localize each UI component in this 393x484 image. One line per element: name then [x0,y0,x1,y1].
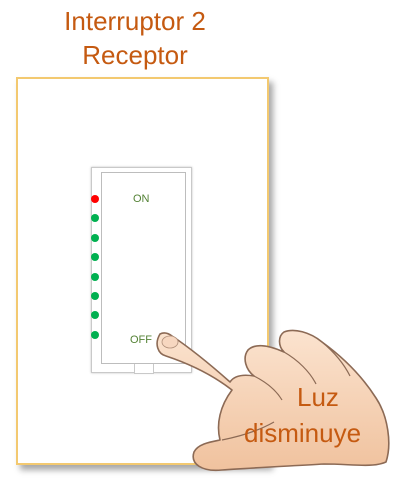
led-indicator-6 [91,292,99,300]
pointing-hand-icon [156,329,390,472]
switch-bottom-tab [134,364,154,374]
led-indicator-4 [91,253,99,262]
on-label: ON [133,193,150,205]
caption-line-1: Luz [297,382,339,412]
led-indicator-3 [91,233,99,242]
title-line-1: Interruptor 2 [64,6,206,36]
led-indicator-8 [91,330,99,339]
off-label: OFF [130,334,152,346]
led-indicator-2 [91,214,99,223]
led-indicator-5 [91,272,99,281]
led-indicator-7 [91,311,99,320]
dimmer-switch-rocker[interactable] [101,172,186,364]
led-indicator-1 [91,195,99,203]
title-line-2: Receptor [82,40,188,70]
caption-line-2: disminuye [244,418,362,448]
